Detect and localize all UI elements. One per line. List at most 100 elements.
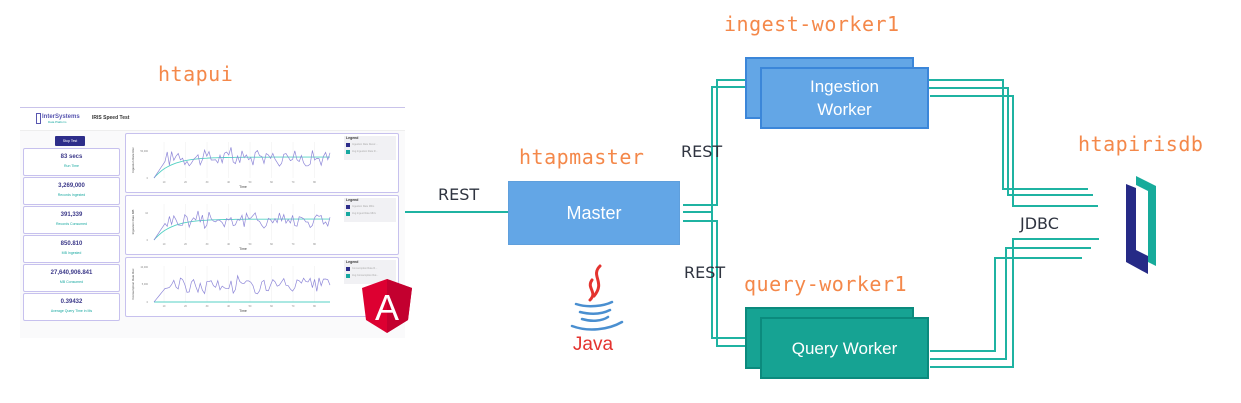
stat-value: 850.810 [60, 241, 83, 247]
ingest-worker-label: ingest-worker1 [724, 12, 900, 36]
y-tick-label: 0 [147, 301, 149, 304]
legend-title: Legend [346, 198, 359, 202]
chart-legend: Legend Ingestion Rate Mb/s Avg Ingest Ra… [344, 198, 396, 222]
query-worker-text: Query Worker [791, 338, 898, 358]
master-box[interactable]: Master [508, 181, 680, 245]
stat-label: MB Consumed [59, 280, 84, 284]
y-axis-label: Ingestion Rate MB [131, 210, 135, 235]
stat-value: 3,269,000 [58, 183, 85, 189]
legend-label: Avg Consumption Rat... [352, 274, 379, 277]
stat-value: 0.39432 [60, 299, 83, 305]
legend-label: Ingestion Rate Recor... [352, 143, 378, 146]
dashboard-header: InterSystems Data Platform IRIS Speed Te… [20, 108, 405, 131]
legend-label: Avg Ingest Rate Mb/s [352, 212, 376, 215]
y-tick-label: 50,000 [140, 150, 148, 153]
angular-logo-icon: A [362, 279, 412, 333]
x-tick-label: 50 [249, 305, 252, 308]
y-tick-label: 5,000 [142, 283, 149, 286]
legend-swatch [346, 212, 350, 216]
legend-title: Legend [346, 260, 359, 264]
rate-series-line [153, 210, 331, 241]
htapirisdb-label: htapirisdb [1078, 132, 1204, 156]
legend-swatch [346, 150, 350, 154]
master-query-line [683, 211, 745, 339]
legend-swatch [346, 143, 350, 147]
y-axis-label: Ingestion Rate Rec [131, 147, 135, 173]
x-tick-label: 70 [292, 181, 295, 184]
legend-swatch [346, 267, 350, 271]
query-worker-label: query-worker1 [744, 272, 908, 296]
x-tick-label: 70 [292, 243, 295, 246]
x-tick-label: 40 [227, 305, 230, 308]
master-ingest-line [683, 79, 745, 206]
x-tick-label: 20 [184, 181, 187, 184]
x-tick-label: 20 [184, 243, 187, 246]
rest-label-query: REST [684, 263, 726, 282]
stop-test-button[interactable]: Stop Test [55, 136, 85, 146]
angular-logo-letter: A [375, 287, 399, 328]
x-tick-label: 80 [313, 181, 316, 184]
stat-label: Records Ingested [57, 193, 86, 197]
stat-label: Run Time [64, 164, 79, 168]
x-tick-label: 40 [227, 243, 230, 246]
jdbc-label: JDBC [1020, 214, 1059, 233]
htapmaster-label: htapmaster [519, 145, 645, 169]
x-tick-label: 60 [270, 305, 273, 308]
stat-label: MB Ingested [61, 251, 82, 255]
ingest-db-line [930, 95, 1098, 207]
legend-label: Ingestion Rate Mb/s [352, 205, 375, 208]
legend-label: Avg Ingestion Rate R... [352, 150, 378, 153]
query-worker-box[interactable]: Query Worker [760, 317, 929, 379]
legend-swatch [346, 274, 350, 278]
stat-card: 850.810 MB Ingested [23, 235, 120, 263]
query-db-line [930, 257, 1082, 352]
query-db-line [930, 238, 1099, 368]
y-tick-label: 0 [147, 177, 149, 180]
ingestion-worker-text: Ingestion Worker [810, 77, 879, 119]
x-tick-label: 30 [206, 181, 209, 184]
dashboard-thumbnail: InterSystems Data Platform IRIS Speed Te… [20, 107, 405, 338]
x-axis-label: Time [239, 185, 247, 189]
x-tick-label: 50 [249, 181, 252, 184]
brand-name: InterSystems [42, 114, 80, 120]
x-tick-label: 60 [270, 243, 273, 246]
dashboard-title: IRIS Speed Test [92, 115, 130, 121]
x-tick-label: 80 [313, 305, 316, 308]
rest-label-ingest: REST [681, 142, 723, 161]
brand-subtitle: Data Platform [48, 120, 67, 124]
x-tick-label: 50 [249, 243, 252, 246]
x-tick-label: 30 [206, 305, 209, 308]
legend-title: Legend [346, 136, 359, 140]
intersystems-logo-icon [36, 113, 41, 124]
x-tick-label: 70 [292, 305, 295, 308]
java-logo-text: Java [573, 334, 614, 355]
x-tick-label: 80 [313, 243, 316, 246]
java-logo-icon: Java [570, 264, 624, 355]
x-tick-label: 30 [206, 243, 209, 246]
y-tick-label: 10,000 [140, 266, 148, 269]
rest-label-ui: REST [438, 185, 480, 204]
legend-label: Consumption Rate R... [352, 267, 378, 270]
legend-swatch [346, 205, 350, 209]
x-tick-label: 10 [163, 305, 166, 308]
ingestion-worker-box[interactable]: Ingestion Worker [760, 67, 929, 129]
stat-label: Average Query Time in Ms [50, 309, 93, 313]
x-tick-label: 10 [163, 243, 166, 246]
x-axis-label: Time [239, 247, 247, 251]
htapui-label: htapui [158, 62, 234, 86]
y-axis-label: Consumption Rate Rec [131, 268, 135, 300]
x-tick-label: 40 [227, 181, 230, 184]
x-tick-label: 60 [270, 181, 273, 184]
y-tick-label: 0 [147, 239, 149, 242]
